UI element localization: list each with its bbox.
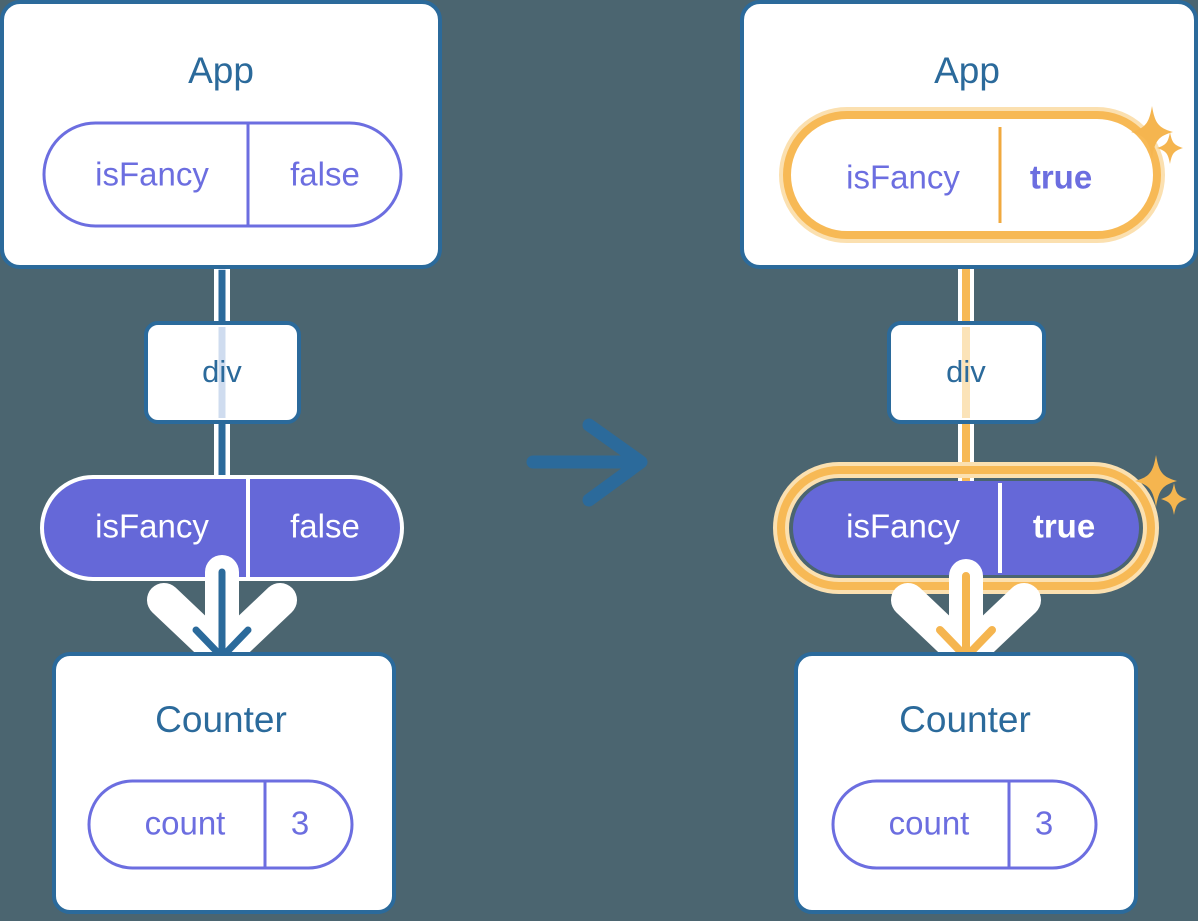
sparkle-large-icon	[1135, 455, 1177, 507]
pill-key: isFancy	[846, 159, 960, 196]
pill-background	[42, 121, 403, 228]
pill-key: isFancy	[95, 156, 209, 193]
prop-pill-before[interactable]: isFancy false	[40, 475, 404, 581]
pill-background	[793, 481, 1139, 575]
pill-background	[87, 779, 354, 870]
pill-value: 3	[291, 805, 309, 842]
dom-node-label: div	[202, 354, 242, 389]
app-state-pill-before[interactable]: isFancy false	[42, 121, 403, 228]
transition-arrow-right-icon	[526, 418, 648, 507]
app-card-title: App	[934, 50, 1000, 91]
counter-card-title: Counter	[155, 699, 287, 740]
pill-key: isFancy	[846, 508, 960, 545]
dom-node-label: div	[946, 354, 986, 389]
flow-arrow-before	[147, 555, 297, 672]
sparkle-small-icon	[1161, 483, 1187, 515]
app-card-title: App	[188, 50, 254, 91]
pill-background	[831, 779, 1098, 870]
counter-state-pill-after[interactable]: count 3	[831, 779, 1098, 870]
pill-value: false	[290, 156, 360, 193]
pill-value: true	[1030, 159, 1092, 196]
pill-value: true	[1033, 508, 1095, 545]
pill-highlight-ring	[783, 111, 1161, 239]
sparkle-large-icon-app	[1131, 106, 1173, 158]
dom-node-div-before: div	[144, 321, 301, 424]
arrow-right-icon	[526, 418, 648, 507]
sparkle-large-icon	[1131, 106, 1173, 158]
sparkle-large-icon-prop	[1135, 455, 1187, 515]
panel-after: App isFancy true div isFa	[740, 0, 1198, 914]
pill-key: isFancy	[95, 508, 209, 545]
pill-value: false	[290, 508, 360, 545]
counter-state-pill-before[interactable]: count 3	[87, 779, 354, 870]
panel-before: App isFancy false div isFancy false	[0, 0, 442, 914]
pill-key: count	[145, 805, 226, 842]
counter-card-title: Counter	[899, 699, 1031, 740]
app-state-pill-after[interactable]: isFancy true	[779, 107, 1165, 243]
pill-value: 3	[1035, 805, 1053, 842]
sparkle-small-icon	[1157, 132, 1183, 164]
pill-key: count	[889, 805, 970, 842]
sparkle-small-icon-app	[1157, 132, 1183, 164]
dom-node-div-after: div	[887, 321, 1046, 424]
